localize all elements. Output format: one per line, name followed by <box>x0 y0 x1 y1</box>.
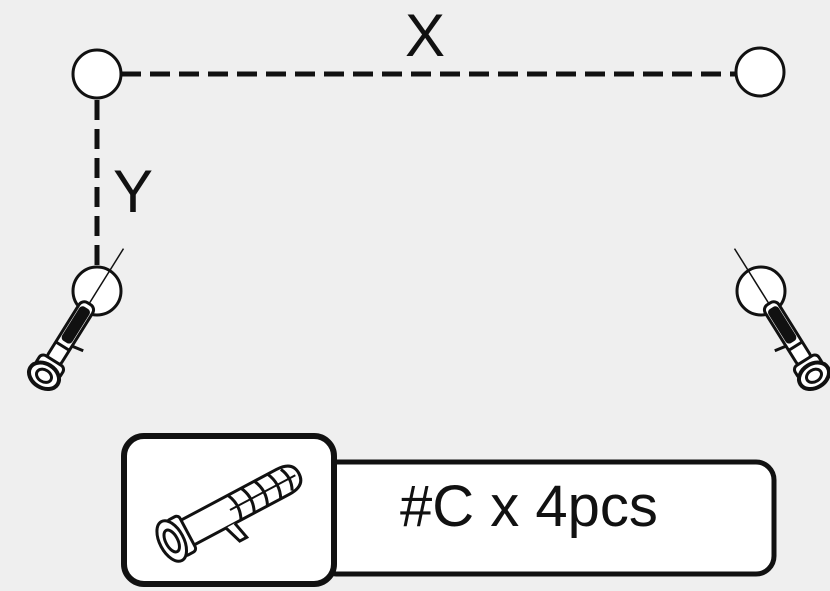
hole-marker-top-right <box>734 46 786 98</box>
wall-anchor-icon <box>27 248 125 392</box>
dimension-label-y: Y <box>113 158 154 225</box>
hole-marker-top-left <box>71 48 123 100</box>
wall-anchor-icon <box>733 248 830 392</box>
parts-quantity-label: #C x 4pcs <box>400 474 658 539</box>
dimension-label-x: X <box>405 2 446 69</box>
anchor-illustration-icon <box>155 464 303 563</box>
parts-label-box <box>121 433 777 587</box>
